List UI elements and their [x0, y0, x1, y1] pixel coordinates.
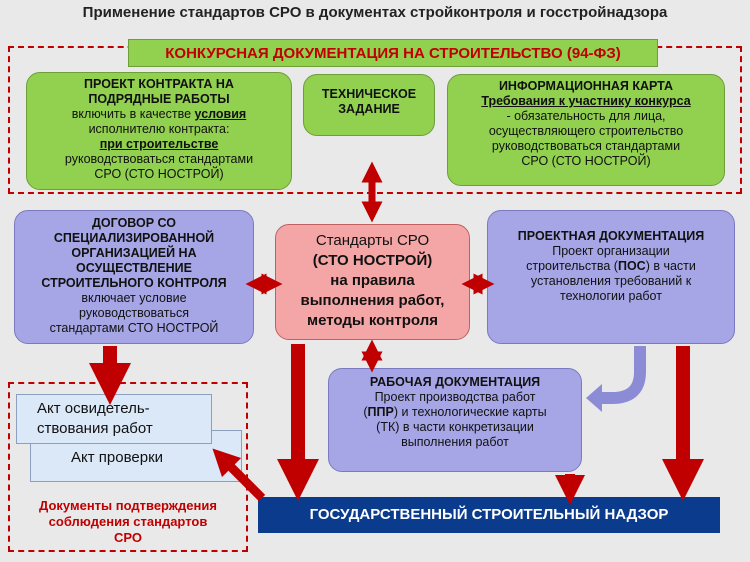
state-supervision-box: ГОСУДАРСТВЕННЫЙ СТРОИТЕЛЬНЫЙ НАДЗОР [258, 497, 720, 533]
contract-project-box: ПРОЕКТ КОНТРАКТА НА ПОДРЯДНЫЕ РАБОТЫ вкл… [26, 72, 292, 190]
act-inspection-doc: Акт освидетель- ствования работ [16, 394, 212, 444]
agreement-text-3: стандартами СТО НОСТРОЙ [49, 321, 219, 335]
tender-docs-header: КОНКУРСНАЯ ДОКУМЕНТАЦИЯ НА СТРОИТЕЛЬСТВО… [128, 39, 658, 67]
agreement-text-2: руководствоваться [79, 306, 189, 320]
work-doc-box: РАБОЧАЯ ДОКУМЕНТАЦИЯ Проект производства… [328, 368, 582, 472]
standards-line-5: методы контроля [307, 312, 438, 329]
work-doc-ppr: ППР [367, 405, 394, 419]
info-card-title: ИНФОРМАЦИОННАЯ КАРТА [498, 79, 674, 93]
standards-line-2: (СТО НОСТРОЙ) [312, 252, 433, 269]
project-doc-box: ПРОЕКТНАЯ ДОКУМЕНТАЦИЯ Проект организаци… [487, 210, 735, 344]
project-doc-pos: ПОС [617, 259, 646, 273]
agreement-text-1: включает условие [81, 291, 187, 305]
agreement-title-1: ДОГОВОР СО [92, 216, 176, 230]
project-doc-text-2: строительства ( [526, 259, 618, 273]
info-card-text-3: руководствоваться стандартами [491, 139, 681, 153]
agreement-title-4: ОСУЩЕСТВЛЕНИЕ [76, 261, 192, 275]
acts-caption-3: СРО [114, 530, 142, 545]
work-doc-text-2: ) и технологические карты [393, 405, 547, 419]
contract-text-3: руководствоваться стандартами [64, 152, 254, 166]
project-doc-text-4: установления требований к [530, 274, 692, 288]
work-doc-text-1: Проект производства работ [374, 390, 536, 404]
work-doc-title: РАБОЧАЯ ДОКУМЕНТАЦИЯ [369, 375, 541, 389]
agreement-title-5: СТРОИТЕЛЬНОГО КОНТРОЛЯ [41, 276, 227, 290]
standards-line-1: Стандарты СРО [315, 232, 430, 249]
agreement-title-3: ОРГАНИЗАЦИЕЙ НА [71, 246, 197, 260]
work-doc-text-3: (ТК) в части конкретизации [376, 420, 534, 434]
acts-caption-1: Документы подтверждения [39, 498, 217, 513]
standards-line-3: на правила [330, 272, 415, 289]
arrow-projectdoc-workdoc [600, 346, 646, 404]
arrow-supervision-acts [212, 448, 266, 502]
project-doc-text-3: ) в части [645, 259, 696, 273]
project-doc-text-5: технологии работ [560, 289, 662, 303]
acts-caption-2: соблюдения стандартов [48, 514, 208, 529]
contract-text-2: исполнителю контракта: [88, 122, 230, 136]
page-title: Применение стандартов СРО в документах с… [82, 4, 668, 21]
info-card-requirements: Требования к участнику конкурса [481, 94, 691, 108]
technical-task-title-1: ТЕХНИЧЕСКОЕ [321, 87, 417, 101]
work-doc-paren: ( [363, 405, 368, 419]
info-card-text-1: - обязательность для лица, [506, 109, 666, 123]
contract-during-construction: при строительстве [99, 137, 219, 151]
contract-title-2: ПОДРЯДНЫЕ РАБОТЫ [88, 92, 230, 106]
technical-task-box: ТЕХНИЧЕСКОЕ ЗАДАНИЕ [303, 74, 435, 136]
agreement-title-2: СПЕЦИАЛИЗИРОВАННОЙ [53, 231, 215, 245]
acts-caption: Документы подтверждения соблюдения станд… [10, 498, 246, 546]
contract-title-1: ПРОЕКТ КОНТРАКТА НА [84, 77, 234, 91]
technical-task-title-2: ЗАДАНИЕ [338, 102, 400, 116]
info-card-text-4: СРО (СТО НОСТРОЙ) [521, 154, 651, 168]
act-inspection-line-2: ствования работ [37, 420, 153, 437]
arrow-projectdoc-workdoc-head [586, 384, 602, 412]
contract-text-1: включить в качестве [71, 107, 192, 121]
info-card-text-2: осуществляющего строительство [488, 124, 684, 138]
agreement-box: ДОГОВОР СО СПЕЦИАЛИЗИРОВАННОЙ ОРГАНИЗАЦИ… [14, 210, 254, 344]
work-doc-text-4: выполнения работ [401, 435, 509, 449]
standards-line-4: выполнения работ, [300, 292, 445, 309]
project-doc-title: ПРОЕКТНАЯ ДОКУМЕНТАЦИЯ [517, 229, 705, 243]
contract-text-4: СРО (СТО НОСТРОЙ) [94, 167, 224, 181]
act-check-label: Акт проверки [71, 449, 164, 466]
project-doc-text-1: Проект организации [552, 244, 670, 258]
contract-conditions: условия [194, 107, 247, 121]
info-card-box: ИНФОРМАЦИОННАЯ КАРТА Требования к участн… [447, 74, 725, 186]
